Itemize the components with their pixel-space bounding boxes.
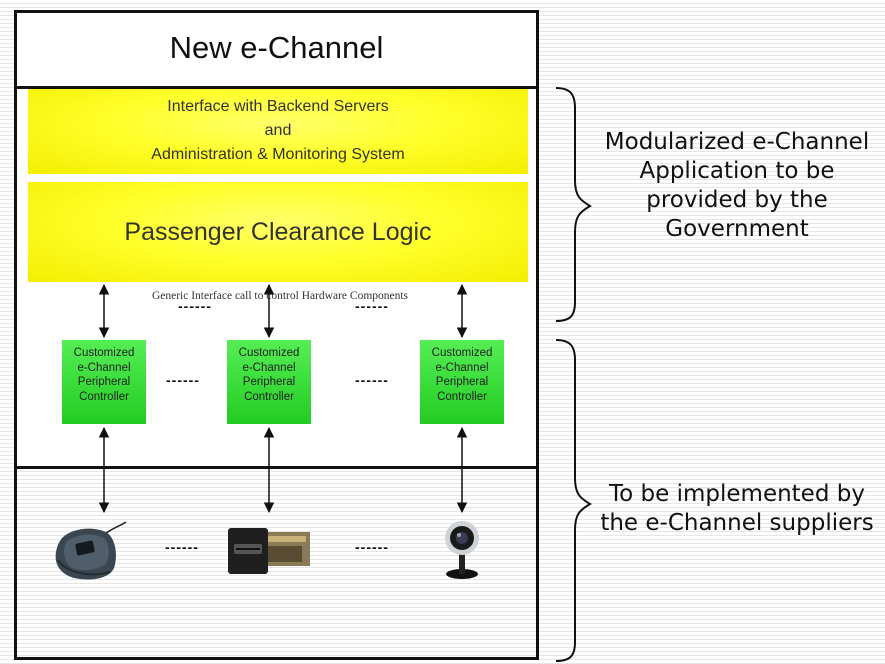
controller-line: Customized <box>73 347 135 359</box>
brace-suppliers <box>555 339 592 662</box>
webcam-icon <box>445 521 479 579</box>
peripheral-controller-box: Customized e-Channel Peripheral Controll… <box>62 340 146 424</box>
controller-line: e-Channel <box>435 361 489 374</box>
generic-interface-label: Generic Interface call to control Hardwa… <box>151 290 409 302</box>
controller-line: Peripheral <box>77 376 131 388</box>
peripheral-controller-box: Customized e-Channel Peripheral Controll… <box>420 340 504 424</box>
controller-line: Customized <box>431 347 493 359</box>
controller-line: Controller <box>79 390 129 403</box>
backend-interface-box: Interface with Backend Servers and Admin… <box>28 89 528 174</box>
government-annotation: Modularized e-Channel Application to be … <box>604 129 870 242</box>
controller-line: e-Channel <box>242 361 296 374</box>
controller-line: Controller <box>437 390 487 403</box>
passenger-clearance-logic-box: Passenger Clearance Logic <box>28 182 528 282</box>
peripheral-controller-box: Customized e-Channel Peripheral Controll… <box>227 340 311 424</box>
brace-government <box>555 87 592 322</box>
fingerprint-scanner-icon <box>55 521 127 580</box>
backend-interface-line-3: Administration & Monitoring System <box>151 146 405 163</box>
controller-line: Controller <box>244 390 294 403</box>
device-ellipsis-left: ------ <box>165 539 199 555</box>
generic-ellipsis-right: ------ <box>355 298 389 314</box>
backend-interface-line-2: and <box>264 122 292 139</box>
controller-line: e-Channel <box>77 361 131 374</box>
controller-ellipsis-right: ------ <box>355 372 389 388</box>
controller-line: Peripheral <box>242 376 296 388</box>
generic-ellipsis-left: ------ <box>178 298 212 314</box>
card-reader-icon <box>228 528 310 574</box>
hardware-frame <box>14 466 539 660</box>
diagram-title: New e-Channel <box>169 30 384 65</box>
controller-line: Peripheral <box>435 376 489 388</box>
controller-ellipsis-left: ------ <box>166 372 200 388</box>
device-ellipsis-right: ------ <box>355 539 389 555</box>
suppliers-annotation: To be implemented by the e-Channel suppl… <box>600 481 874 536</box>
controller-line: Customized <box>238 347 300 359</box>
backend-interface-line-1: Interface with Backend Servers <box>167 98 389 115</box>
